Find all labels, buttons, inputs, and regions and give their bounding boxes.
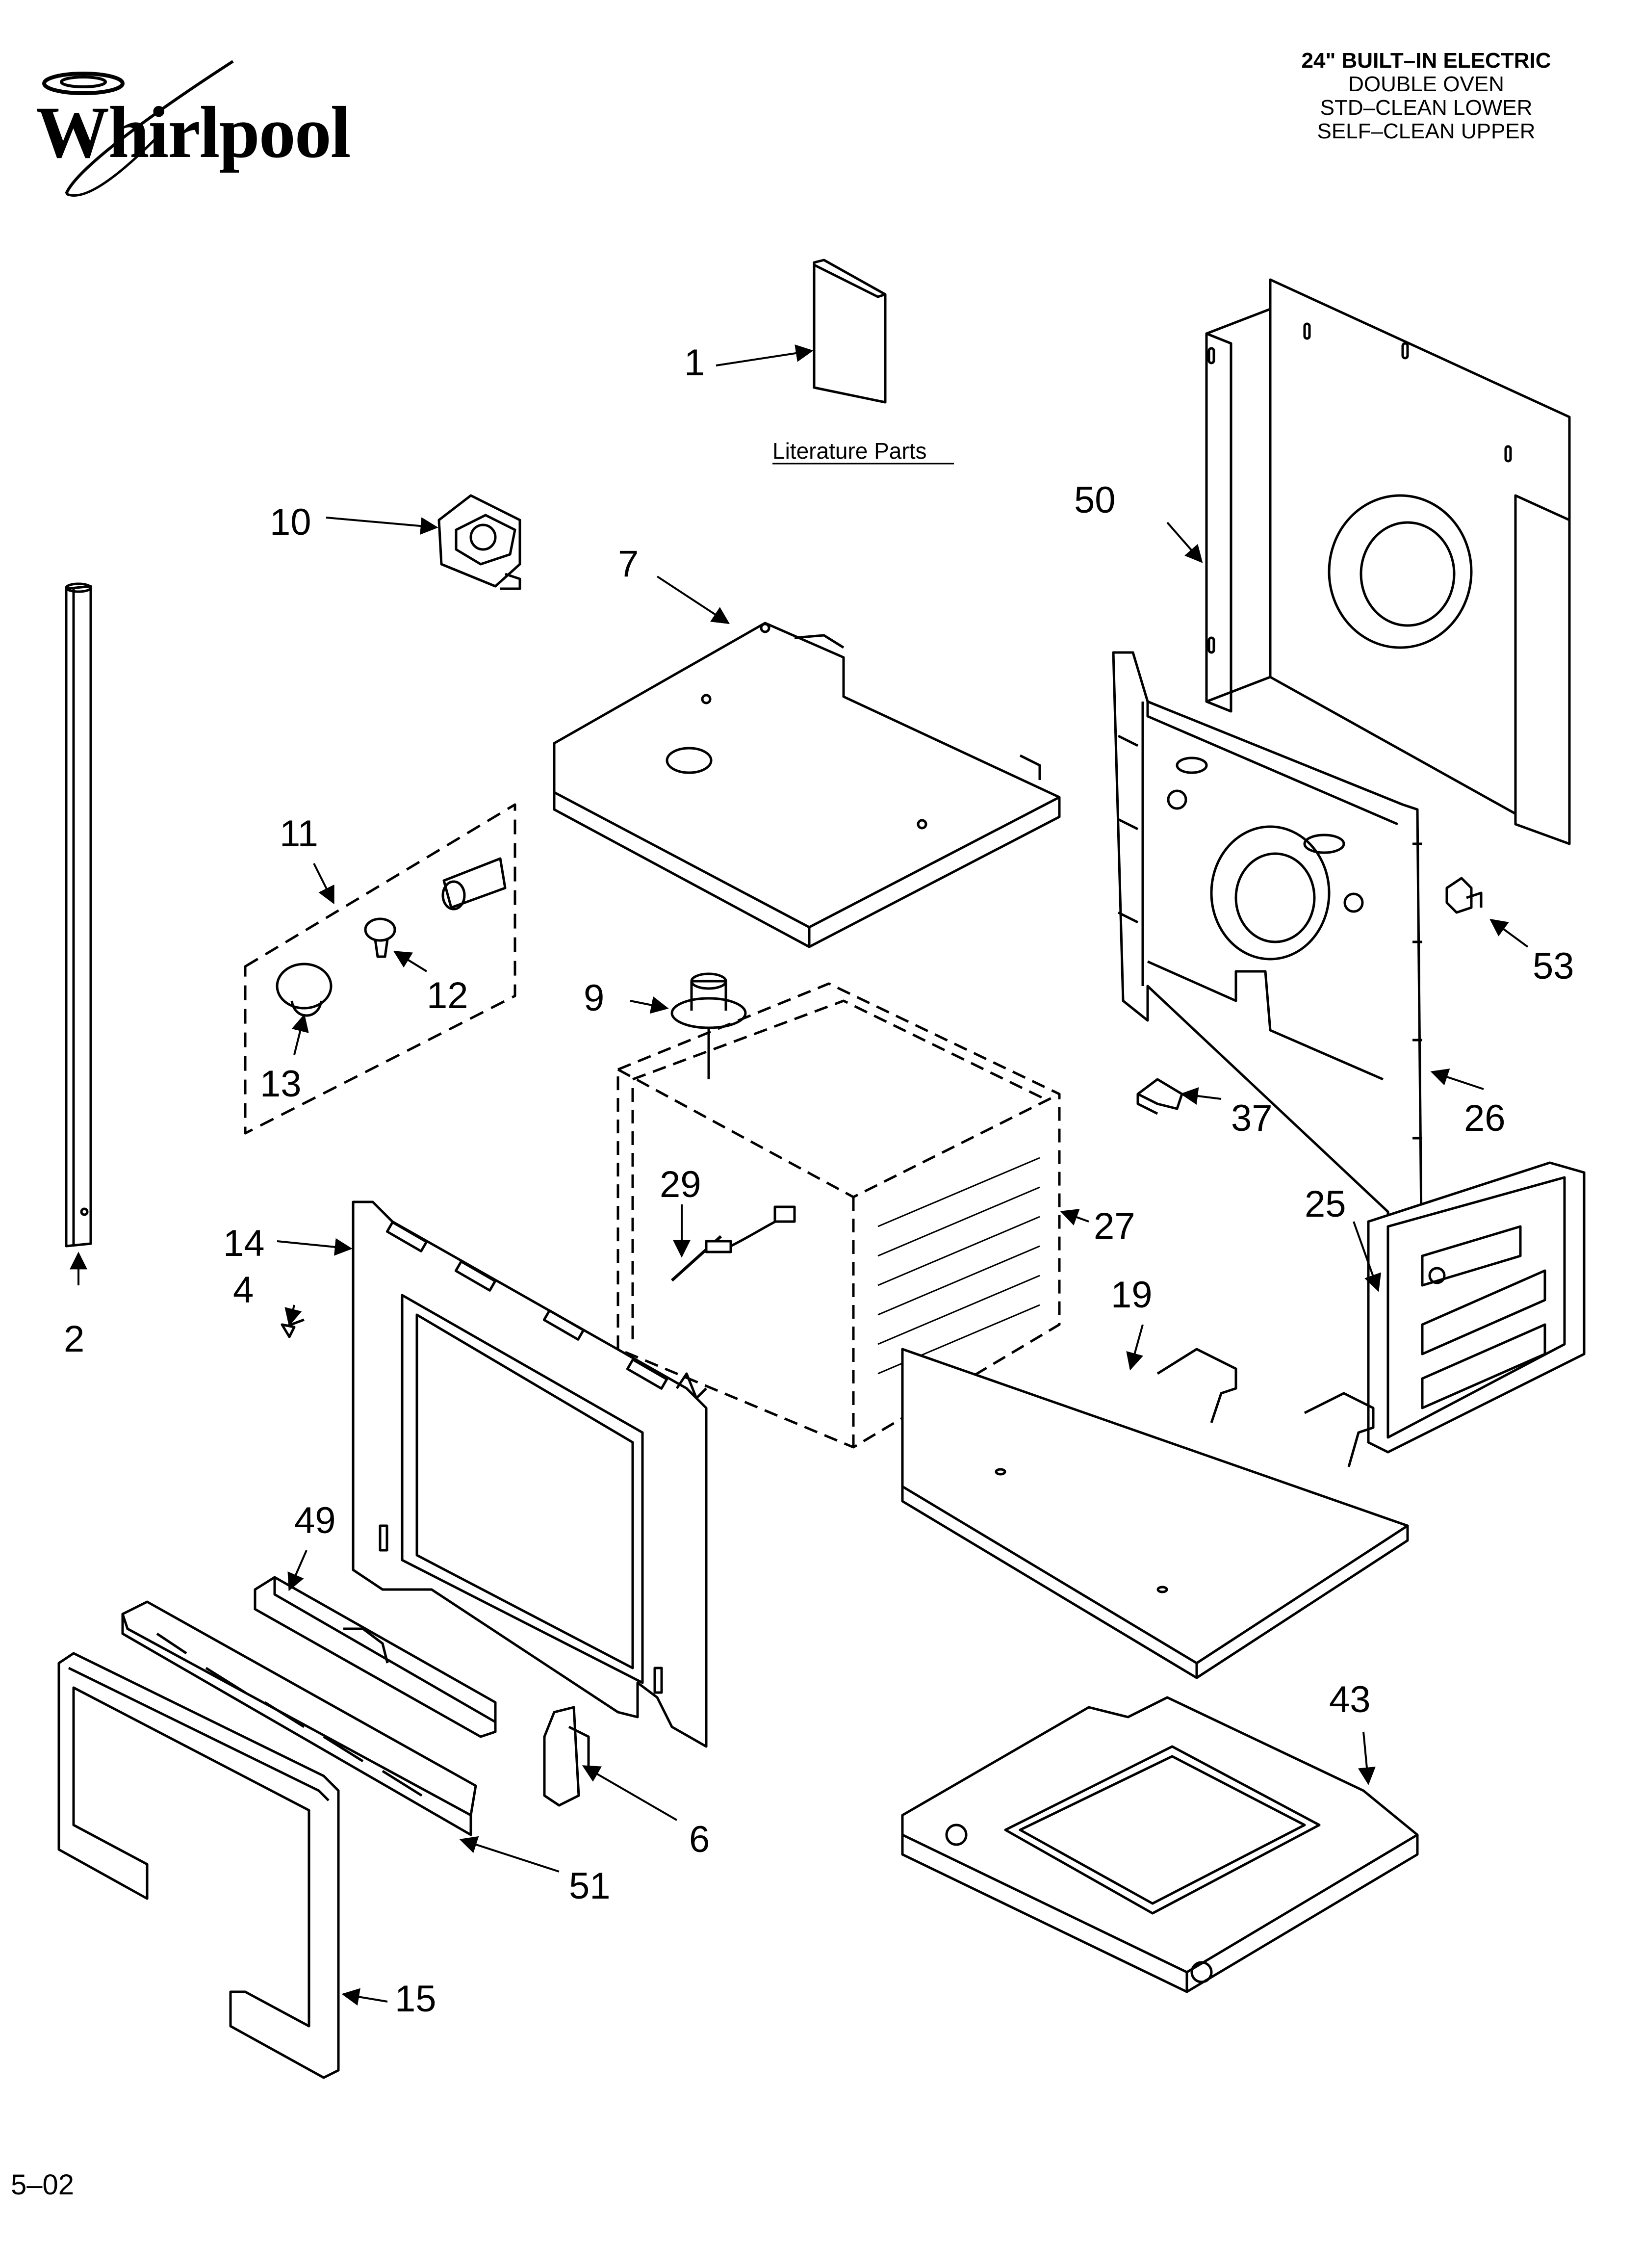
callout-2: 2 bbox=[64, 1318, 84, 1360]
callout-50: 50 bbox=[1074, 479, 1116, 521]
callout-37: 37 bbox=[1231, 1097, 1273, 1139]
callout-11: 11 bbox=[280, 813, 318, 855]
brand-wordmark: Whirlpool bbox=[36, 92, 351, 173]
literature-parts-label: Literature Parts bbox=[772, 438, 926, 464]
callout-51: 51 bbox=[569, 1865, 611, 1907]
literature-booklet bbox=[813, 259, 887, 404]
bottom-tray bbox=[901, 1696, 1419, 1993]
callout-27: 27 bbox=[1094, 1205, 1135, 1247]
upper-switch-bracket bbox=[437, 494, 521, 590]
callout-1: 1 bbox=[684, 342, 705, 384]
side-panel bbox=[1367, 1161, 1586, 1454]
light-assembly-group bbox=[244, 803, 516, 1135]
callout-49: 49 bbox=[294, 1500, 336, 1541]
callout-6: 6 bbox=[689, 1819, 710, 1860]
header-line-2: DOUBLE OVEN bbox=[1348, 72, 1504, 96]
light-lens bbox=[276, 963, 333, 1017]
vent-duct bbox=[254, 1576, 497, 1738]
logo-swirl-icon bbox=[42, 60, 234, 197]
whirlpool-logo: Whirlpool bbox=[27, 47, 351, 209]
callout-10: 10 bbox=[270, 501, 311, 543]
cavity-rack-guides bbox=[877, 1157, 1040, 1375]
header-line-1: 24" BUILT–IN ELECTRIC bbox=[1301, 49, 1551, 73]
callout-14: 14 bbox=[223, 1223, 265, 1264]
model-header: 24" BUILT–IN ELECTRIC DOUBLE OVEN STD–CL… bbox=[1255, 49, 1598, 143]
callout-13: 13 bbox=[260, 1063, 302, 1105]
oven-temp-sensor bbox=[670, 1205, 796, 1282]
header-line-3: STD–CLEAN LOWER bbox=[1320, 96, 1533, 120]
callout-19: 19 bbox=[1111, 1274, 1153, 1316]
callout-15: 15 bbox=[395, 1978, 436, 2020]
hinge-bracket bbox=[543, 1706, 590, 1807]
callout-26: 26 bbox=[1464, 1097, 1506, 1139]
light-bulb bbox=[364, 917, 396, 958]
callout-7: 7 bbox=[618, 543, 639, 585]
callout-29: 29 bbox=[660, 1164, 701, 1205]
vertical-trim-strip bbox=[65, 582, 92, 1248]
callout-4: 4 bbox=[233, 1269, 254, 1311]
oven-bottom-panel bbox=[901, 1348, 1409, 1679]
small-latch bbox=[1136, 1078, 1183, 1115]
header-line-4: SELF–CLEAN UPPER bbox=[1317, 119, 1536, 143]
front-frame bbox=[352, 1200, 708, 1748]
revision-code: 5–02 bbox=[11, 2169, 75, 2201]
callout-12: 12 bbox=[427, 975, 468, 1017]
callout-labels: 1 50 10 7 11 12 13 9 29 27 53 26 37 25 1… bbox=[64, 342, 1574, 2020]
callout-43: 43 bbox=[1329, 1679, 1371, 1721]
screw bbox=[281, 1318, 305, 1338]
callout-leaders bbox=[70, 344, 1529, 2006]
callout-9: 9 bbox=[584, 977, 604, 1019]
rear-panel bbox=[1205, 278, 1571, 845]
light-socket bbox=[441, 857, 507, 911]
callout-53: 53 bbox=[1533, 945, 1574, 987]
thermostat-knob-part bbox=[670, 972, 747, 1079]
door-gasket bbox=[57, 1652, 340, 2079]
oven-top-panel bbox=[553, 622, 1061, 948]
vent-trim bbox=[121, 1600, 477, 1836]
hinge-clip bbox=[1445, 877, 1483, 914]
callout-25: 25 bbox=[1305, 1183, 1346, 1225]
